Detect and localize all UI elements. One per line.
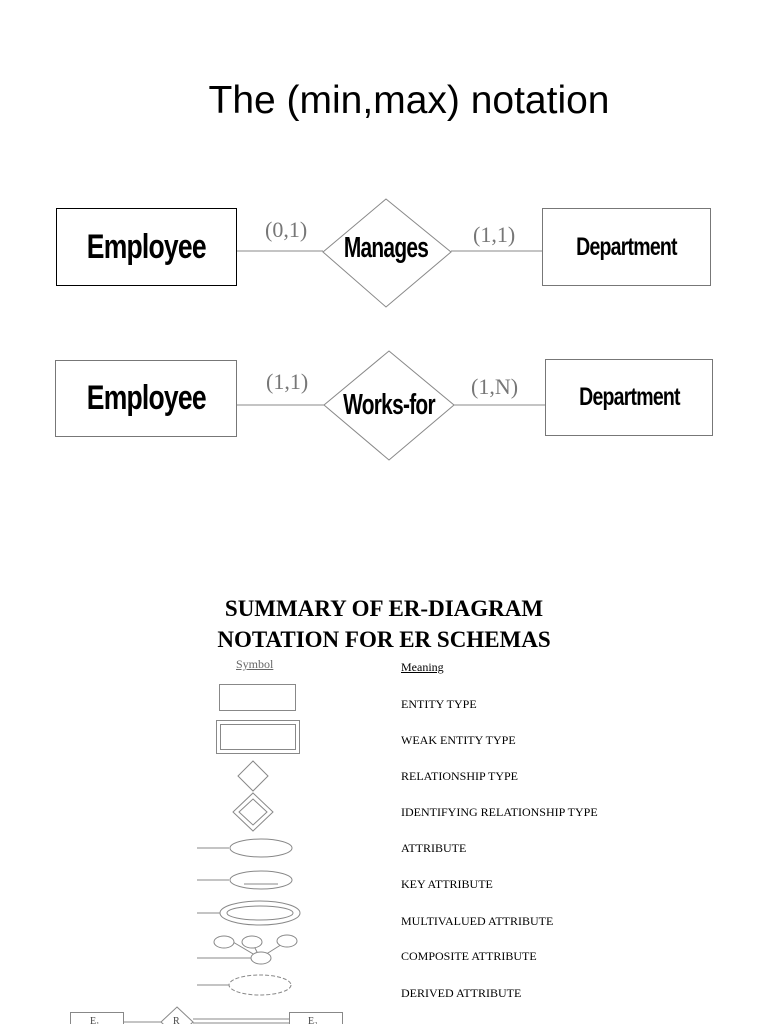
entity-department-1: Department xyxy=(542,208,711,286)
summary-title-line-2: NOTATION FOR ER SCHEMAS xyxy=(217,627,551,652)
entity-type-symbol xyxy=(219,684,296,711)
attribute-symbol xyxy=(197,838,293,858)
meaning-relationship-type: RELATIONSHIP TYPE xyxy=(401,769,519,783)
total-participation-symbol xyxy=(70,1006,343,1024)
identifying-relationship-type-symbol xyxy=(232,792,274,832)
entity-label: Employee xyxy=(86,379,206,417)
relationship-diamond-2 xyxy=(323,350,455,461)
key-attribute-symbol xyxy=(197,870,293,890)
meaning-composite-attribute: COMPOSITE ATTRIBUTE xyxy=(401,949,537,963)
multivalued-attribute-symbol xyxy=(197,900,301,926)
composite-attribute-symbol xyxy=(197,934,298,965)
entity-department-2: Department xyxy=(545,359,713,436)
meaning-weak-entity-type: WEAK ENTITY TYPE xyxy=(401,733,516,747)
entity-employee-2: Employee xyxy=(55,360,237,437)
entity-employee-1: Employee xyxy=(56,208,237,286)
symbol-column-header: Symbol xyxy=(236,657,274,671)
meaning-multivalued-attribute: MULTIVALUED ATTRIBUTE xyxy=(401,914,554,928)
relationship-diamond-1 xyxy=(322,198,452,308)
summary-title: SUMMARY OF ER-DIAGRAM NOTATION FOR ER SC… xyxy=(0,593,768,655)
meaning-identifying-relationship-type: IDENTIFYING RELATIONSHIP TYPE xyxy=(401,805,598,819)
cardinality-right-2: (1,N) xyxy=(471,374,519,399)
entity-label: Employee xyxy=(86,227,207,266)
relationship-type-symbol xyxy=(237,760,269,792)
derived-attribute-symbol xyxy=(197,974,292,996)
meaning-column-header: Meaning xyxy=(401,660,444,674)
meaning-entity-type: ENTITY TYPE xyxy=(401,697,477,711)
entity-label: Department xyxy=(576,232,677,261)
meaning-key-attribute: KEY ATTRIBUTE xyxy=(401,877,493,891)
weak-entity-type-symbol xyxy=(216,720,300,754)
meaning-derived-attribute: DERIVED ATTRIBUTE xyxy=(401,986,522,1000)
bottom-r-label: R xyxy=(173,1016,180,1024)
summary-title-line-1: SUMMARY OF ER-DIAGRAM xyxy=(224,596,544,621)
bottom-e1-label: E₁ xyxy=(90,1016,100,1024)
slide-title: The (min,max) notation xyxy=(208,79,610,122)
entity-label: Department xyxy=(578,383,680,411)
cardinality-left-2: (1,1) xyxy=(266,369,309,394)
cardinality-left-1: (0,1) xyxy=(265,217,308,242)
relationship-label-works-for: Works-for xyxy=(343,389,435,421)
cardinality-right-1: (1,1) xyxy=(473,222,516,247)
bottom-e2-label: E₂ xyxy=(308,1016,318,1024)
meaning-attribute: ATTRIBUTE xyxy=(401,841,467,855)
relationship-label-manages: Manages xyxy=(343,232,429,264)
